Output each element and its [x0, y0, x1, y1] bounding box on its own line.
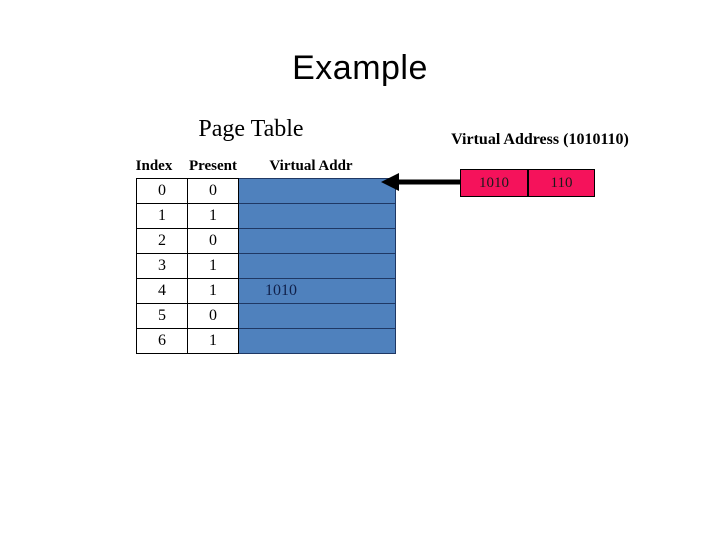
virtual-address-label: Virtual Address (1010110)	[451, 131, 629, 148]
cell-present: 1	[187, 328, 239, 354]
left-arrow-icon	[381, 173, 461, 191]
cell-index: 4	[136, 278, 188, 304]
page-table: 0 0 1 1 2 0 3 1 4 1 1010 5 0	[136, 178, 396, 354]
virtual-address-page-number: 1010	[460, 169, 528, 197]
cell-index: 6	[136, 328, 188, 354]
cell-present: 0	[187, 178, 239, 204]
cell-index: 5	[136, 303, 188, 329]
cell-virtual-addr	[238, 178, 396, 204]
cell-present: 1	[187, 253, 239, 279]
cell-virtual-addr	[238, 253, 396, 279]
column-header-virtual-addr: Virtual Addr	[269, 158, 353, 174]
cell-present: 1	[187, 278, 239, 304]
cell-virtual-addr	[238, 328, 396, 354]
table-row: 2 0	[136, 228, 396, 254]
table-row: 4 1 1010	[136, 278, 396, 304]
cell-index: 0	[136, 178, 188, 204]
table-row: 5 0	[136, 303, 396, 329]
page-table-column-headers: Index Present Virtual Addr	[128, 157, 372, 177]
table-row: 3 1	[136, 253, 396, 279]
page-table-body: 0 0 1 1 2 0 3 1 4 1 1010 5 0	[136, 178, 396, 354]
cell-index: 3	[136, 253, 188, 279]
cell-present: 0	[187, 303, 239, 329]
cell-virtual-addr	[238, 203, 396, 229]
cell-index: 2	[136, 228, 188, 254]
cell-virtual-addr: 1010	[238, 278, 396, 304]
cell-index: 1	[136, 203, 188, 229]
column-header-index: Index	[135, 158, 173, 174]
cell-present: 1	[187, 203, 239, 229]
page-table-heading: Page Table	[198, 116, 304, 142]
cell-virtual-addr	[238, 303, 396, 329]
page-title: Example	[292, 49, 428, 87]
virtual-address-boxes: 1010 110	[460, 169, 595, 199]
column-header-present: Present	[188, 158, 238, 174]
cell-present: 0	[187, 228, 239, 254]
table-row: 1 1	[136, 203, 396, 229]
virtual-address-offset: 110	[528, 169, 595, 197]
cell-virtual-addr	[238, 228, 396, 254]
table-row: 0 0	[136, 178, 396, 204]
table-row: 6 1	[136, 328, 396, 354]
